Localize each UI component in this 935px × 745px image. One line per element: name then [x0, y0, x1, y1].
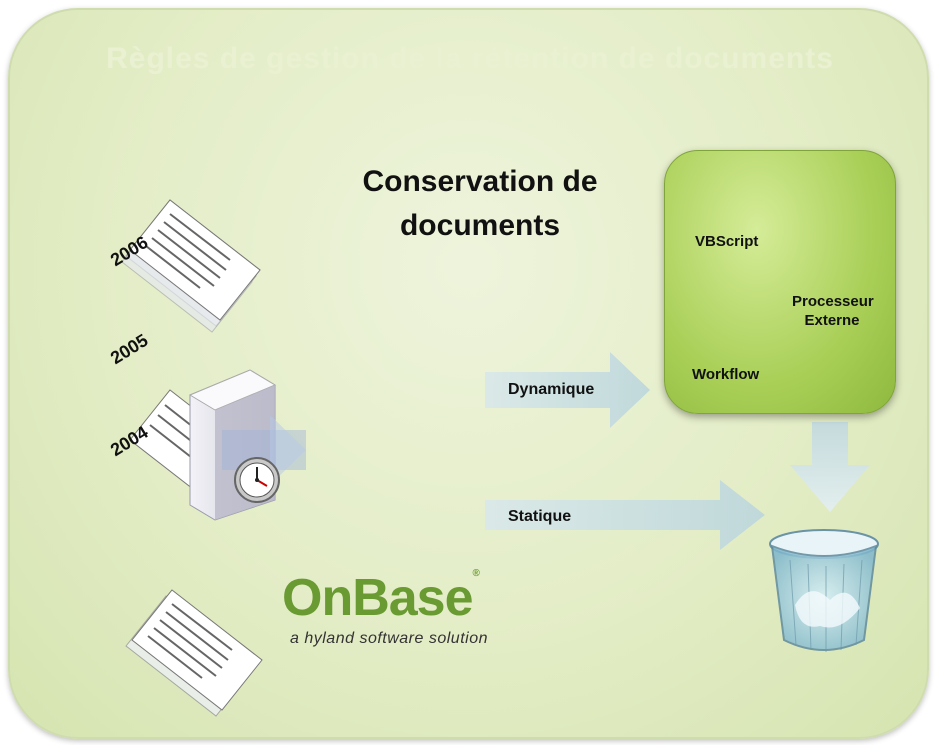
logo-tagline: a hyland software solution	[290, 630, 488, 647]
registered-mark: ®	[472, 568, 480, 579]
workflow-label: Workflow	[692, 366, 760, 383]
diagram-title: Conservation de documents	[330, 160, 630, 248]
onbase-logo: OnBase®	[282, 568, 480, 628]
logo-name: OnBase	[282, 569, 474, 627]
external-processor-label: Processeur Externe	[792, 293, 874, 329]
down-arrow	[790, 422, 870, 512]
document-stack-icon	[121, 199, 261, 333]
faded-header-text: Règles de gestion de la rétention de doc…	[106, 42, 834, 75]
title-line-1: Conservation de	[362, 165, 598, 198]
clock-icon	[234, 457, 280, 503]
external-processor-line-2: Externe	[804, 312, 860, 329]
processing-box	[664, 150, 896, 414]
document-stack-icon	[125, 589, 263, 717]
dynamic-label: Dynamique	[508, 381, 595, 398]
dynamic-arrow	[485, 352, 650, 428]
static-arrow	[485, 480, 765, 550]
external-processor-line-1: Processeur	[792, 293, 874, 310]
title-line-2: documents	[399, 209, 561, 242]
static-label: Statique	[508, 508, 572, 525]
archive-server-icon	[129, 369, 306, 521]
trash-bin-icon	[769, 529, 879, 652]
vbscript-label: VBScript	[695, 233, 759, 250]
